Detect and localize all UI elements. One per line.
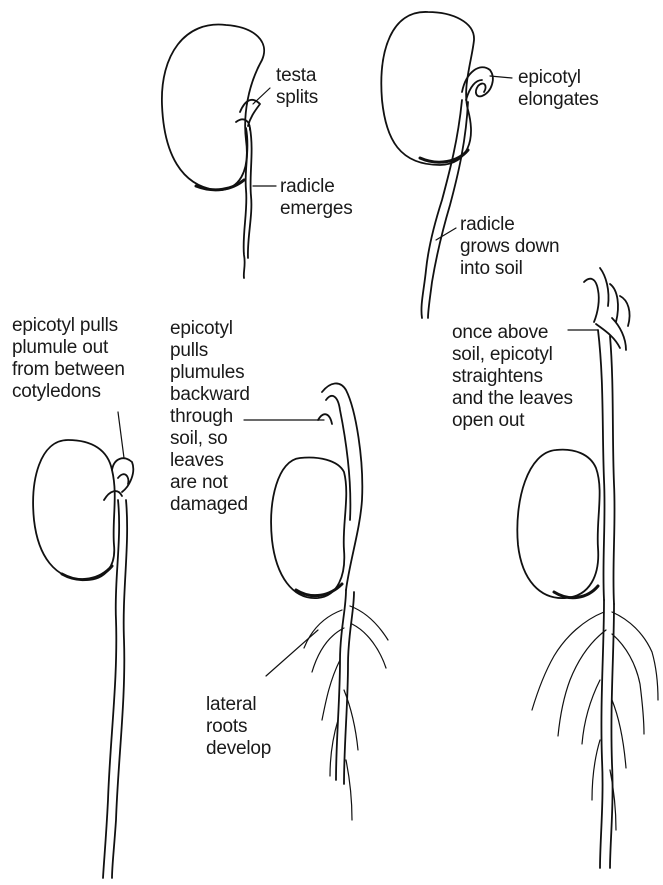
seed-1-outline [162,25,264,191]
seed-2-radicle [421,100,468,318]
seed-4-hypocotyl [336,590,354,784]
pointer-testa-splits [253,88,270,104]
label-once-above-soil: once above soil, epicotyl straightens an… [452,322,573,432]
seed-5-lateral-roots [532,612,658,830]
seed-5-stem [598,330,615,604]
seed-3-plumule [104,458,133,500]
seed-3-hilum [62,566,112,580]
label-lateral-roots: lateral roots develop [206,694,271,760]
stage-1-seed [162,25,276,278]
seed-4-outline [271,458,346,599]
seed-2-outline [381,12,474,165]
seed-5-outline [517,450,599,599]
seed-3-outline [33,440,115,580]
pointer-lateral-roots [266,630,318,676]
stage-3-seed [33,412,133,878]
seed-4-hilum [296,584,342,596]
seed-1-radicle [244,128,252,278]
label-testa-splits: testa splits [276,65,318,109]
label-epicotyl-pulls-plumule: epicotyl pulls plumule out from between … [12,315,125,403]
seed-5-leaves [584,268,630,350]
label-epicotyl-pulls-plumules: epicotyl pulls plumules backward through… [170,318,250,516]
seed-3-radicle [103,500,127,878]
pointer-radicle-grows [436,228,456,240]
seed-1-hilum [196,180,244,190]
seed-5-root [600,600,614,868]
label-radicle-grows-down: radicle grows down into soil [460,214,559,280]
seed-4-epicotyl-arch [318,383,362,590]
label-radicle-emerges: radicle emerges [280,176,353,220]
pointer-epicotyl-pulls-plumule [118,412,124,458]
seed-1-split-testa [236,100,260,130]
label-epicotyl-elongates: epicotyl elongates [518,67,599,111]
